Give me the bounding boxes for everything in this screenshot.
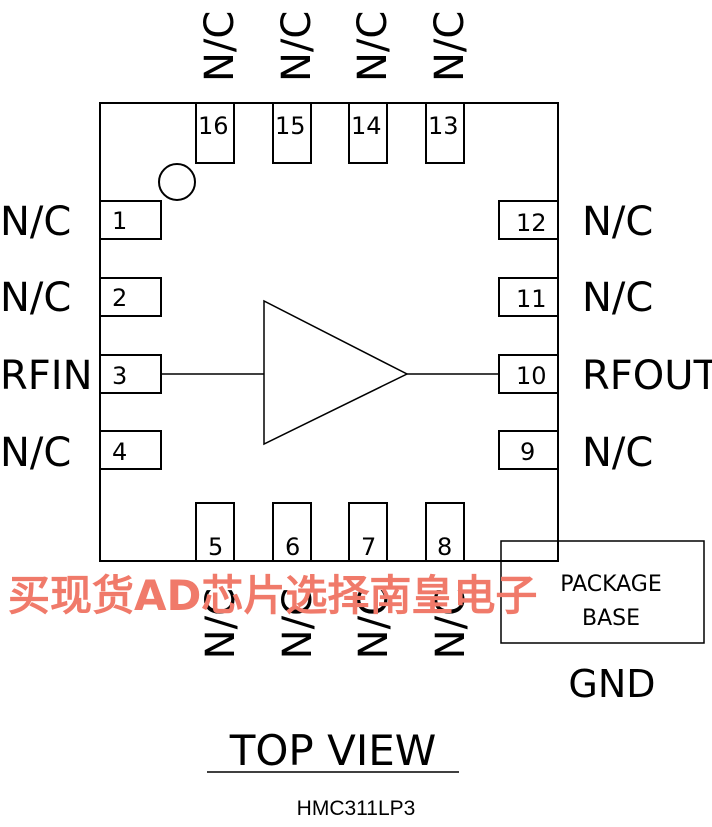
pin-12: 12 N/C — [498, 199, 653, 245]
pin-1-label: N/C — [0, 199, 71, 245]
pin-9-label: N/C — [582, 430, 653, 476]
pin-6-label: N/C — [275, 588, 321, 659]
pin-16-label: N/C — [197, 11, 243, 82]
pin-pad — [348, 502, 388, 562]
pin-11-label: N/C — [582, 275, 653, 321]
pin-pad — [498, 354, 559, 394]
pin-pad — [498, 430, 559, 470]
pin-13-label: N/C — [427, 11, 473, 82]
pin-number-label: 16 — [198, 112, 229, 140]
pin-7: 7 N/C — [348, 502, 397, 659]
pin-pad — [425, 102, 465, 164]
pin1-indicator — [158, 163, 196, 201]
pin-pad — [99, 354, 162, 394]
pin-13: 13 N/C — [425, 11, 473, 164]
part-number: HMC311LP3 — [297, 797, 416, 820]
amplifier-symbol — [263, 299, 409, 446]
package-base-line2: BASE — [582, 606, 640, 631]
pin-number-label: 4 — [112, 438, 127, 466]
pin-pad — [195, 502, 235, 562]
pin-pad — [272, 102, 312, 164]
pin-14: 14 N/C — [348, 11, 396, 164]
pin-6: 6 N/C — [272, 502, 321, 659]
pin-12-label: N/C — [582, 199, 653, 245]
pin-15: 15 N/C — [272, 11, 320, 164]
pin-pad — [99, 430, 162, 470]
pin-pad — [500, 540, 705, 644]
pin-number-label: 6 — [285, 533, 300, 561]
pin-pad — [99, 200, 162, 240]
pin-7-label: N/C — [351, 588, 397, 659]
pin-number-label: 1 — [112, 207, 127, 235]
pin-number-label: 15 — [275, 112, 306, 140]
pin-16: 16 N/C — [195, 11, 243, 164]
pin-5: 5 N/C — [195, 502, 244, 659]
pin-15-label: N/C — [274, 11, 320, 82]
pin-11: 11 N/C — [498, 275, 653, 321]
pin-number-label: 13 — [428, 112, 459, 140]
pin-10: 10 RFOUT — [498, 353, 712, 399]
package-base-line1: PACKAGE — [560, 572, 662, 597]
pin-pad — [348, 102, 388, 164]
pin-14-label: N/C — [350, 11, 396, 82]
pin-pad — [195, 102, 235, 164]
pin-number-label: 11 — [516, 285, 547, 313]
package-base-net: GND — [568, 662, 655, 706]
pin-4: 4 N/C — [0, 430, 162, 476]
pin-8: 8 N/C — [425, 502, 474, 659]
pin-number-label: 14 — [351, 112, 382, 140]
package-body — [99, 102, 559, 562]
pin-number-label: 9 — [520, 438, 535, 466]
pin-3-label: RFIN — [0, 353, 93, 399]
pin-1: 1 N/C — [0, 199, 162, 245]
pin-pad — [498, 200, 559, 240]
pin-pad — [99, 277, 162, 317]
pin-10-label: RFOUT — [582, 353, 712, 399]
pin-number-label: 5 — [208, 533, 223, 561]
pin-5-label: N/C — [198, 588, 244, 659]
pin-4-label: N/C — [0, 430, 71, 476]
pin-pad — [272, 502, 312, 562]
pin-number-label: 3 — [112, 362, 127, 390]
pin-number-label: 12 — [516, 209, 547, 237]
pin-number-label: 7 — [361, 533, 376, 561]
pin-2: 2 N/C — [0, 275, 162, 321]
pin-2-label: N/C — [0, 275, 71, 321]
pin-pad — [498, 277, 559, 317]
view-title: TOP VIEW — [229, 726, 437, 775]
pin-8-label: N/C — [428, 588, 474, 659]
pin-9: 9 N/C — [498, 430, 653, 476]
pin-number-label: 8 — [437, 533, 452, 561]
pin-3: 3 RFIN — [0, 353, 162, 399]
pin-pad — [425, 502, 465, 562]
package-base-callout: PACKAGE BASE GND — [500, 540, 705, 706]
pin-number-label: 2 — [112, 284, 127, 312]
watermark-text: 买现货AD芯片选择南皇电子 — [8, 571, 537, 620]
pin-number-label: 10 — [516, 362, 547, 390]
